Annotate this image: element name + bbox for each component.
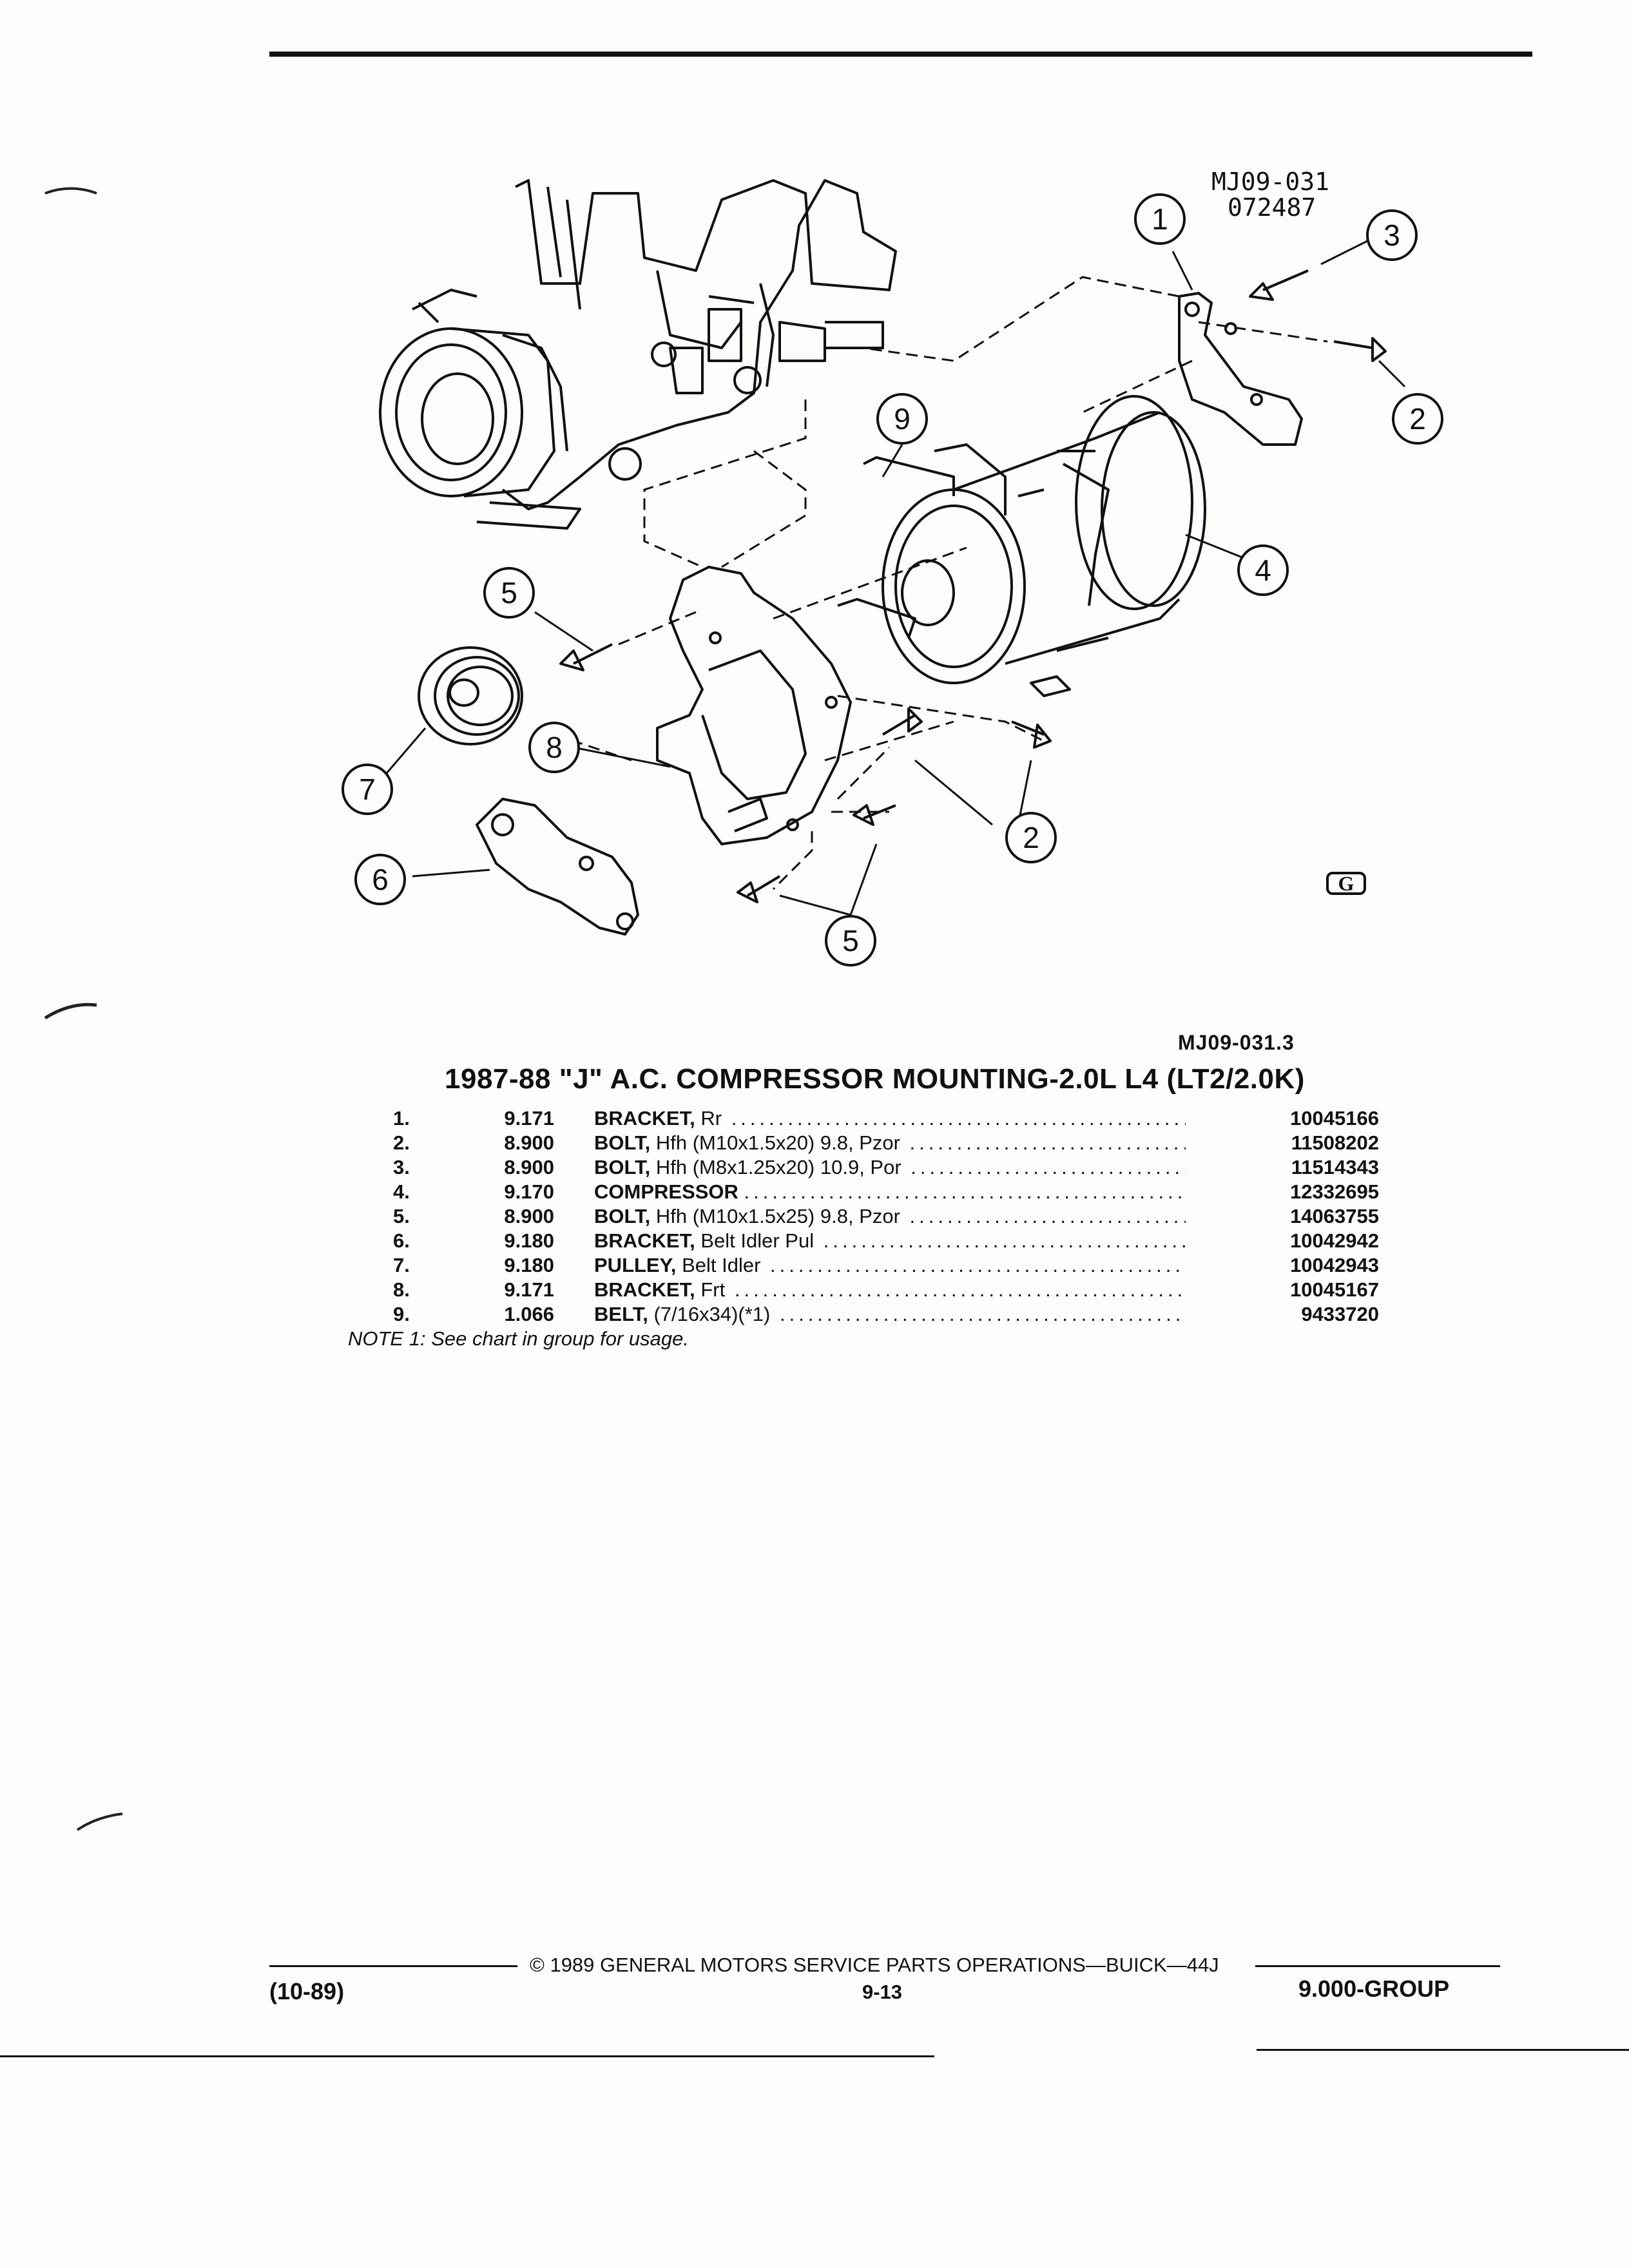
part-number-index: 1. bbox=[393, 1107, 410, 1129]
part-detail: Belt Idler bbox=[682, 1254, 761, 1276]
footer-copyright: © 1989 GENERAL MOTORS SERVICE PARTS OPER… bbox=[530, 1954, 1219, 1976]
part-number: 11508202 bbox=[1186, 1131, 1379, 1155]
part-number-index: 4. bbox=[393, 1180, 410, 1203]
top-rule bbox=[269, 52, 1532, 57]
part-name: PULLEY, bbox=[594, 1254, 677, 1276]
page-title: 1987-88 "J" A.C. COMPRESSOR MOUNTING-2.0… bbox=[445, 1063, 1305, 1095]
part-name: BOLT, bbox=[594, 1156, 651, 1178]
part-name: BRACKET, bbox=[594, 1229, 695, 1252]
diagram-code: MJ09-031 bbox=[1211, 168, 1329, 196]
diagram-date: 072487 bbox=[1228, 193, 1316, 222]
part-detail: Frt bbox=[700, 1278, 726, 1301]
exploded-parts-diagram: 1 3 2 9 4 5 8 7 6 2 5 MJ09-031 072487 G bbox=[342, 168, 1443, 966]
callout-9: 9 bbox=[894, 402, 911, 436]
part-detail: Rr bbox=[700, 1107, 722, 1129]
idler-bracket bbox=[476, 798, 639, 936]
note: NOTE 1: See chart in group for usage. bbox=[348, 1327, 689, 1350]
bolts bbox=[559, 269, 1387, 903]
part-detail: Hfh (M10x1.5x20) 9.8, Pzor bbox=[655, 1131, 900, 1154]
part-group: 8.900 bbox=[504, 1131, 554, 1154]
footer-rule-right bbox=[1255, 1965, 1500, 1967]
callout-3: 3 bbox=[1383, 218, 1400, 252]
part-number-index: 9. bbox=[393, 1303, 410, 1325]
callout-5: 5 bbox=[501, 576, 517, 610]
part-number: 10045167 bbox=[1186, 1278, 1379, 1302]
callout-5b: 5 bbox=[842, 924, 859, 957]
callout-1: 1 bbox=[1152, 202, 1168, 236]
compressor bbox=[882, 395, 1206, 697]
part-detail: (7/16x34)(*1) bbox=[653, 1303, 771, 1325]
part-group: 9.180 bbox=[504, 1229, 554, 1252]
footer-group: 9.000-GROUP bbox=[1298, 1975, 1450, 2002]
callout-2b: 2 bbox=[1023, 821, 1039, 854]
idler-pulley bbox=[418, 646, 523, 745]
part-group: 1.066 bbox=[504, 1303, 554, 1325]
part-number-index: 8. bbox=[393, 1278, 410, 1301]
logo-mark: G bbox=[1326, 872, 1366, 895]
part-name: BRACKET, bbox=[594, 1107, 695, 1129]
part-number: 10042943 bbox=[1186, 1254, 1379, 1277]
footer-date: (10-89) bbox=[269, 1978, 345, 2004]
callout-8: 8 bbox=[546, 731, 563, 764]
part-group: 9.170 bbox=[504, 1180, 554, 1203]
part-group: 8.900 bbox=[504, 1156, 554, 1178]
footer-rule-left bbox=[269, 1965, 517, 1967]
margin-marks bbox=[44, 187, 123, 1831]
part-number: 9433720 bbox=[1186, 1303, 1379, 1326]
part-number: 10045166 bbox=[1186, 1107, 1379, 1130]
callout-6: 6 bbox=[372, 863, 389, 896]
bottom-rule-right bbox=[1257, 2049, 1629, 2051]
part-number-index: 5. bbox=[393, 1205, 410, 1227]
part-name: BELT, bbox=[594, 1303, 648, 1325]
front-bracket bbox=[656, 566, 852, 845]
rear-bracket bbox=[1178, 292, 1303, 446]
part-number-index: 2. bbox=[393, 1131, 410, 1154]
part-group: 9.171 bbox=[504, 1278, 554, 1301]
part-group: 9.180 bbox=[504, 1254, 554, 1276]
part-detail: Belt Idler Pul bbox=[700, 1229, 815, 1252]
part-name: BOLT, bbox=[594, 1131, 651, 1154]
svg-text:G: G bbox=[1338, 872, 1354, 895]
part-name: BRACKET, bbox=[594, 1278, 695, 1301]
part-detail: Hfh (M10x1.5x25) 9.8, Pzor bbox=[655, 1205, 900, 1227]
part-number-index: 6. bbox=[393, 1229, 410, 1252]
part-number: 12332695 bbox=[1186, 1180, 1379, 1204]
part-name: COMPRESSOR bbox=[594, 1180, 738, 1203]
part-group: 9.171 bbox=[504, 1107, 554, 1129]
page-number: 9-13 bbox=[862, 1981, 903, 2003]
part-number-index: 3. bbox=[393, 1156, 410, 1178]
part-number: 10042942 bbox=[1186, 1229, 1379, 1253]
callout-7: 7 bbox=[359, 773, 376, 806]
part-name: BOLT, bbox=[594, 1205, 651, 1227]
engine-block bbox=[379, 179, 897, 530]
bottom-rule-left bbox=[0, 2055, 934, 2057]
figure-code: MJ09-031.3 bbox=[1178, 1031, 1295, 1054]
callout-4: 4 bbox=[1255, 553, 1271, 587]
callout-2: 2 bbox=[1409, 402, 1426, 436]
part-group: 8.900 bbox=[504, 1205, 554, 1227]
part-detail: Hfh (M8x1.25x20) 10.9, Por bbox=[655, 1156, 901, 1178]
part-number-index: 7. bbox=[393, 1254, 410, 1276]
part-number: 11514343 bbox=[1186, 1156, 1379, 1179]
belt bbox=[837, 456, 955, 639]
part-number: 14063755 bbox=[1186, 1205, 1379, 1228]
